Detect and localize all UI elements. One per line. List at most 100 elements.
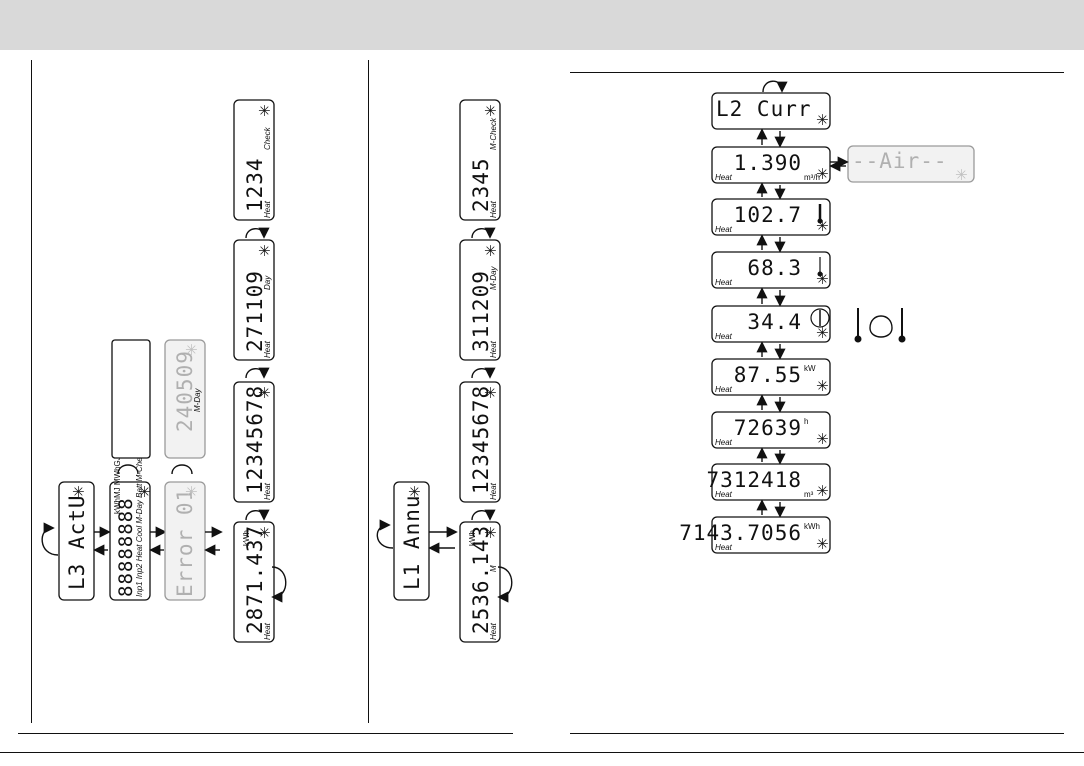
lcd-l3-title: L3 ActU ✳ [58,481,95,601]
mid-value: 2536.143 [469,525,493,634]
right-value: 102.7 [734,203,802,227]
right-value: 7312418 [706,468,802,492]
right-legend: Heat [715,332,733,341]
rule-left-bottom [18,733,513,734]
mid-legend: Heat [489,622,498,640]
l3-title-text: L3 ActU [65,494,89,590]
right-legend: Heat [715,543,733,552]
right-legend: Heat [715,438,733,447]
left-value: 1234 [243,157,267,212]
star-icon: ✳ [816,165,829,183]
thermometer-pair-icon [854,308,906,343]
left-value: 12345678 [243,385,267,494]
loop-arrow [376,519,394,549]
lcd-mday-ghost: 240509 M-Day ✳ [164,339,206,459]
thermometer-icon [817,204,823,224]
right-value: 34.4 [747,310,802,334]
lcd-air: --Air-- ✳ [847,145,975,184]
right-value: 68.3 [747,256,802,280]
star-icon: ✳ [816,377,829,395]
error-text: Error 01 [173,488,197,597]
star-icon: ✳ [185,483,198,501]
mid-unit: kWh [468,530,477,546]
right-unit: h [804,417,808,426]
star-icon: ✳ [258,524,271,542]
blank-display [111,339,151,459]
loop-arrow [471,367,496,379]
star-icon: ✳ [72,483,85,501]
star-icon: ✳ [816,535,829,553]
star-icon: ✳ [258,242,271,260]
star-icon: ✳ [955,166,968,184]
l1-title-text: L1 Annu [400,494,424,590]
left-legend: Heat [263,340,272,358]
rule-right-bottom [570,733,1064,734]
test-digits: 88888888 [115,497,137,597]
right-legend: Heat [715,173,733,182]
star-icon: ✳ [484,524,497,542]
mid-legend: Heat [489,200,498,218]
star-icon: ✳ [484,242,497,260]
left-legend: Heat [263,200,272,218]
test-labels: Inp1 Inp2 Heat Cool M-Day Batt M-Check n… [135,373,144,597]
star-icon: ✳ [408,483,421,501]
air-text: --Air-- [852,149,948,173]
right-unit: m³/h [804,173,820,182]
loop-arrow [245,509,270,521]
star-icon: ✳ [816,111,829,129]
right-legend: Heat [715,278,733,287]
star-icon: ✳ [816,324,829,342]
right-value: 1.390 [734,151,802,175]
loop-arrow [171,464,193,475]
left-legend: Heat [263,622,272,640]
left-value: 271109 [243,270,267,352]
loop-arrow [471,509,496,521]
right-display-0: L2 Curr✳ [711,92,831,130]
lcd-error: Error 01 ✳ [164,481,206,601]
lcd-l3-test: 88888888 Inp1 Inp2 Heat Cool M-Day Batt … [109,373,151,601]
loop-arrow [762,80,788,93]
test-units: kWhMJ MWhGJ [113,456,122,514]
loop-arrow [271,566,287,603]
loop-arrow [497,566,513,603]
cycle-arrow-icon [869,315,893,338]
star-icon: ✳ [258,384,271,402]
loop-arrow [245,227,270,239]
right-legend: Heat [715,225,733,234]
thermometer-icon [817,257,823,277]
left-label: Check [263,126,272,150]
divider-left [31,60,32,723]
mday-label: M-Day [193,387,202,412]
mid-label: M-Day [489,265,498,290]
right-value: 87.55 [734,363,802,387]
header-bar [0,0,1084,50]
mid-label: M [489,565,498,572]
mid-legend: Heat [489,340,498,358]
right-unit: kWh [804,522,820,531]
rule-right-top [570,72,1064,73]
mid-value: 311209 [469,270,493,352]
left-label: Day [263,275,272,290]
divider-middle [368,60,369,723]
mday-value: 240509 [173,350,197,432]
star-icon: ✳ [138,483,151,501]
star-icon: ✳ [816,430,829,448]
right-unit: m³ [804,490,814,499]
left-value: 2871.437 [243,525,267,634]
